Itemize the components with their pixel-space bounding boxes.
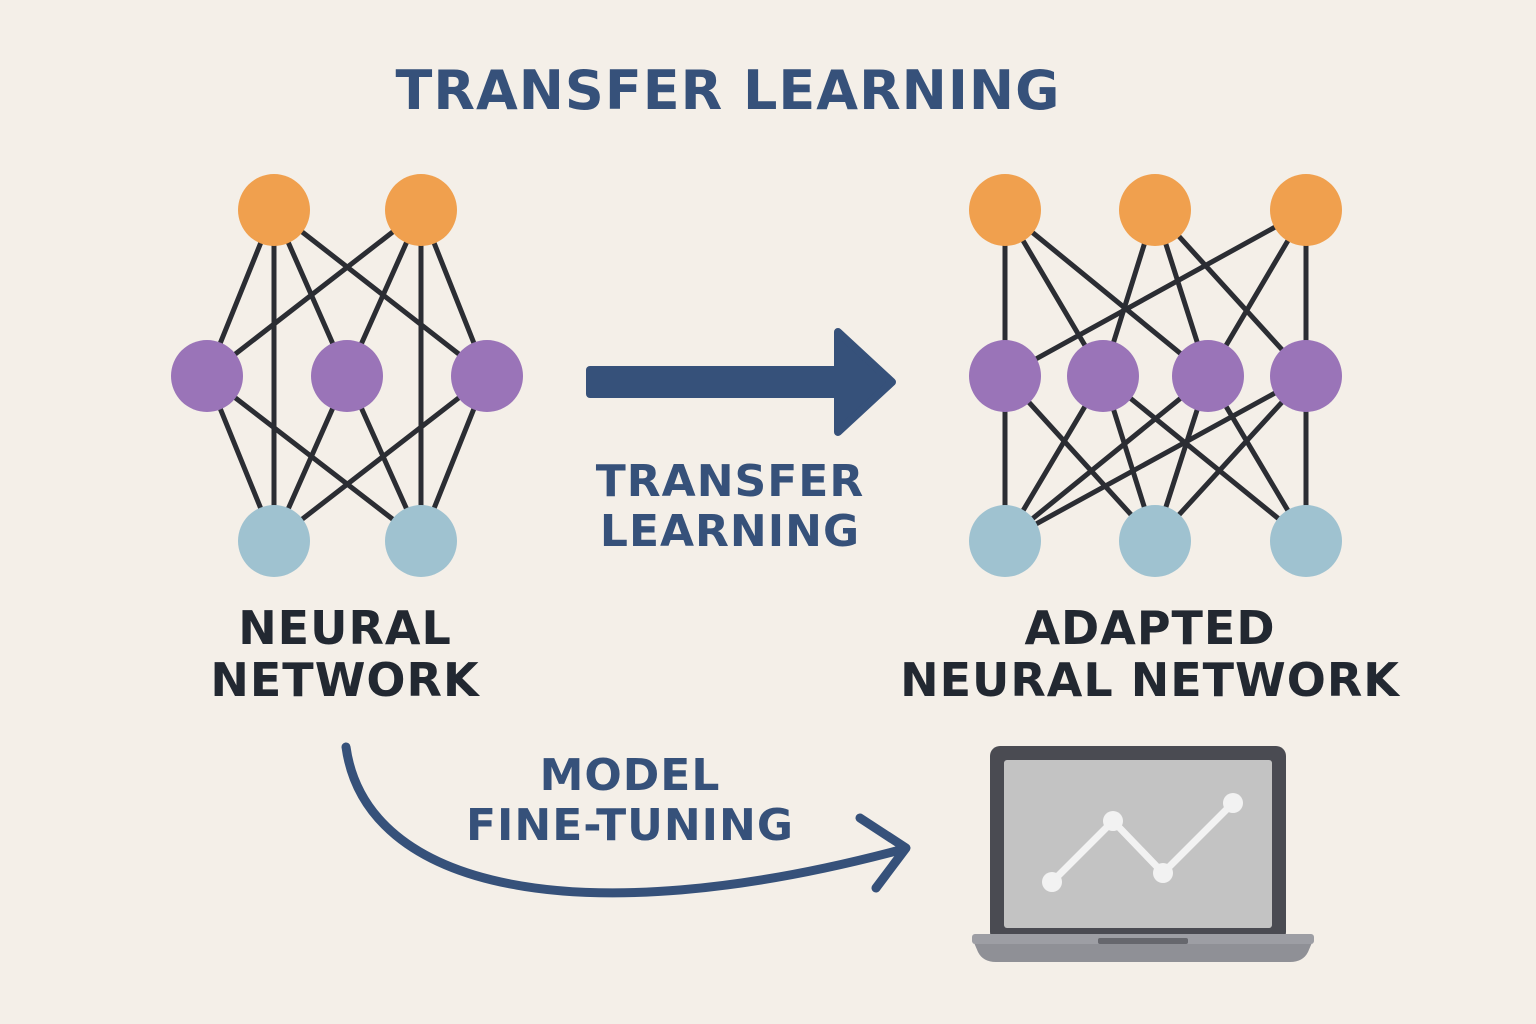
adapted-network-top-node <box>1270 174 1342 246</box>
source-network-edge <box>204 207 424 379</box>
transfer-label-line2: LEARNING <box>599 505 861 557</box>
source-network-top-node <box>238 174 310 246</box>
source-network-label-line1: NEURAL <box>238 601 452 655</box>
adapted-network-top-node <box>969 174 1041 246</box>
adapted-network-bottom-node <box>1119 505 1191 577</box>
adapted-network-label-line2: NEURAL NETWORK <box>900 652 1400 707</box>
line-chart-icon <box>1042 793 1243 892</box>
source-network-bottom-node <box>238 505 310 577</box>
source-network-bottom-node <box>385 505 457 577</box>
adapted-network-middle-node <box>1067 340 1139 412</box>
transfer-arrow-label: TRANSFER LEARNING <box>560 457 900 556</box>
adapted-network-middle-node <box>1172 340 1244 412</box>
fine-tuning-arrow <box>341 742 911 898</box>
fine-tuning-label-line1: MODEL <box>539 750 721 801</box>
source-network-label: NEURAL NETWORK <box>170 601 520 707</box>
adapted-network-bottom-node <box>1270 505 1342 577</box>
source-network-edge <box>271 207 490 379</box>
adapted-network-top-node <box>1119 174 1191 246</box>
transfer-arrow <box>586 328 896 436</box>
source-network-top-node <box>385 174 457 246</box>
adapted-network-edge <box>1152 373 1309 544</box>
fine-tuning-label-line2: FINE-TUNING <box>466 799 794 851</box>
adapted-network-label-line1: ADAPTED <box>1024 601 1276 655</box>
fine-tuning-arrow-label: MODEL FINE-TUNING <box>440 751 820 850</box>
adapted-network-edge <box>1152 207 1309 379</box>
page-title: TRANSFER LEARNING <box>395 59 1061 122</box>
adapted-network-edge <box>1002 207 1309 379</box>
source-network-label-line2: NETWORK <box>210 652 480 707</box>
adapted-network-edge <box>1002 373 1158 544</box>
source-network-nodes <box>171 174 523 577</box>
adapted-network-bottom-node <box>969 505 1041 577</box>
adapted-network-edge <box>1002 373 1211 544</box>
source-network-middle-node <box>171 340 243 412</box>
transfer-label-line1: TRANSFER <box>595 456 865 507</box>
adapted-network-edge <box>1002 373 1309 544</box>
source-network-edge <box>204 373 424 544</box>
adapted-network-edge <box>1100 373 1309 544</box>
adapted-network-label: ADAPTED NEURAL NETWORK <box>880 601 1420 707</box>
laptop-icon <box>972 746 1314 962</box>
source-network-edge <box>271 373 490 544</box>
adapted-network-nodes <box>969 174 1342 577</box>
adapted-network-middle-node <box>969 340 1041 412</box>
adapted-network-middle-node <box>1270 340 1342 412</box>
source-network-middle-node <box>451 340 523 412</box>
source-network-middle-node <box>311 340 383 412</box>
adapted-network-edges <box>1002 207 1309 544</box>
adapted-network-edge <box>1002 207 1211 379</box>
